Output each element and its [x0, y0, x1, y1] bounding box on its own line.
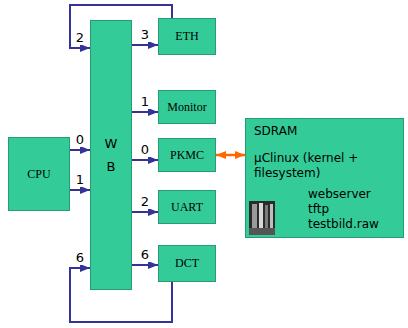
bus-label: W B	[105, 132, 118, 179]
box-label: UART	[171, 200, 203, 215]
dct-box: DCT	[158, 245, 216, 282]
memory-controller-box: PKMC	[158, 138, 216, 172]
photo-detail	[249, 201, 275, 235]
bus-connection	[70, 149, 90, 151]
bus-connection	[132, 264, 158, 266]
port-number: 6	[140, 247, 150, 262]
photo-detail	[252, 204, 257, 232]
port-number: 6	[75, 250, 85, 265]
bus-connection	[132, 44, 158, 46]
memory-title: SDRAM	[254, 124, 297, 139]
bus-connection	[70, 189, 90, 191]
box-label: PKMC	[170, 148, 204, 163]
sdram-box: SDRAM µClinux (kernel + filesystem) webser…	[245, 118, 404, 238]
bus-connection	[132, 111, 158, 113]
port-number: 1	[140, 94, 150, 109]
port-number: 1	[75, 172, 85, 187]
cpu-box: CPU	[8, 137, 70, 211]
box-label: ETH	[175, 29, 198, 44]
photo-detail	[265, 205, 268, 232]
bus-box: W B	[90, 20, 132, 290]
file-name: webserver	[308, 187, 371, 202]
box-label: DCT	[175, 256, 199, 271]
port-number: 2	[140, 194, 150, 209]
file-name: testbild.raw	[308, 217, 379, 232]
bus-connection	[132, 211, 158, 213]
monitor-box: Monitor	[158, 90, 216, 124]
file-name: tftp	[308, 202, 329, 217]
box-label: Monitor	[167, 100, 206, 115]
photo-detail	[249, 228, 275, 235]
ethernet-box: ETH	[158, 18, 216, 55]
port-number: 0	[140, 142, 150, 157]
port-number: 0	[75, 132, 85, 147]
bus-connection	[132, 159, 158, 161]
box-label: CPU	[27, 167, 50, 182]
port-number: 2	[75, 30, 85, 45]
photo-thumbnail	[249, 201, 275, 235]
memory-link	[216, 154, 245, 157]
port-number: 3	[140, 27, 150, 42]
os-name: µClinux (kernel + filesystem)	[254, 151, 399, 181]
uart-box: UART	[158, 190, 216, 224]
